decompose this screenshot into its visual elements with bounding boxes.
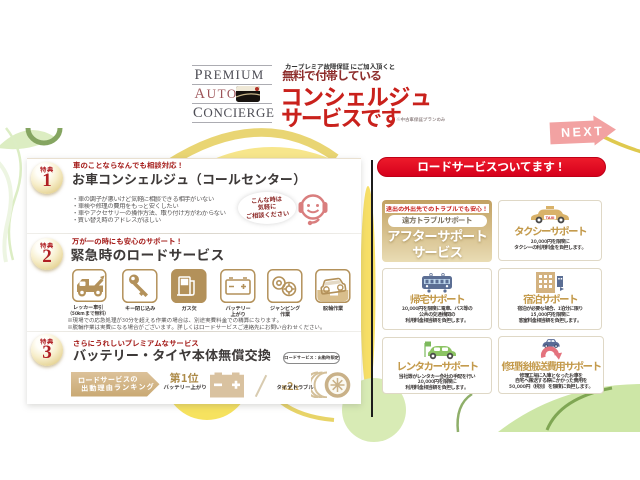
- svg-text:TAXI: TAXI: [546, 215, 555, 220]
